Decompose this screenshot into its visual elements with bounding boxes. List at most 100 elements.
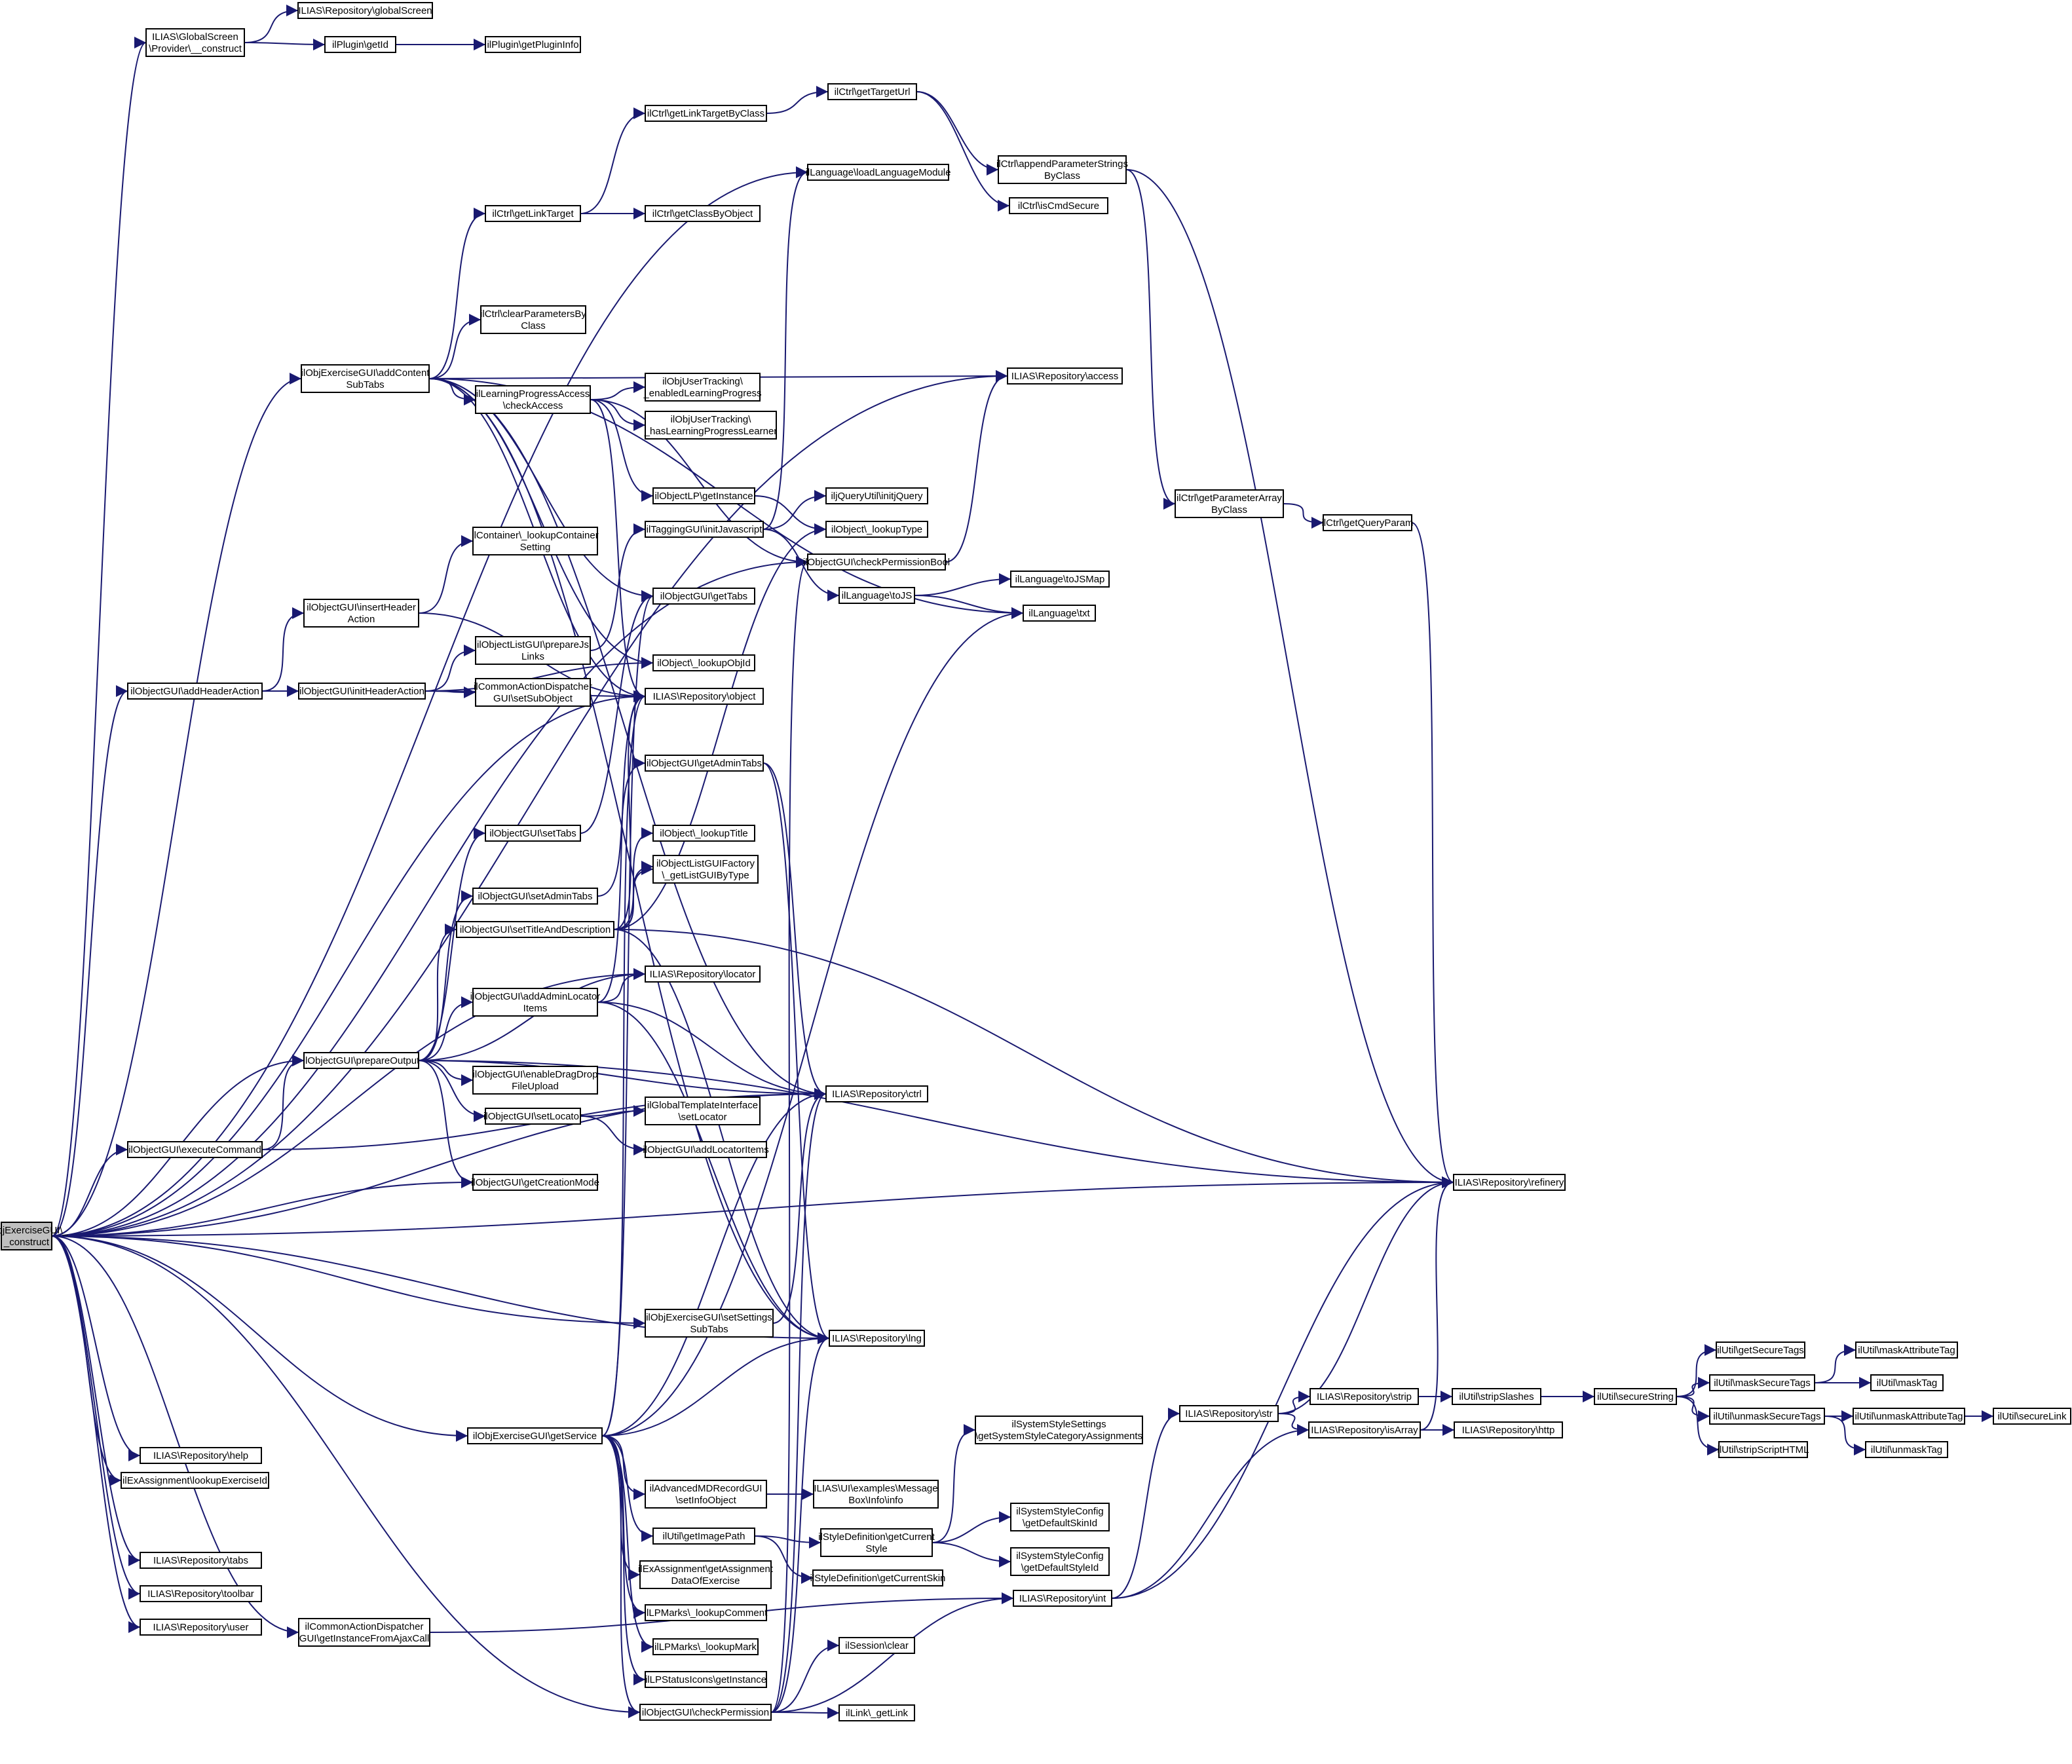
node-repo-lng[interactable]: ILIAS\Repository\lng [829,1330,925,1347]
node-get-tabs[interactable]: ilObjectGUI\getTabs [652,588,755,605]
node-unmask-secure-tags[interactable]: ilUtil\unmaskSecureTags [1709,1408,1825,1425]
node-secure-string[interactable]: ilUtil\secureString [1594,1388,1677,1405]
node-lookup-exercise-id[interactable]: ilExAssignment\lookupExerciseId [121,1472,269,1489]
node-root[interactable]: ilObjExerciseGUI\__construct [0,1222,69,1250]
node-get-image-path[interactable]: ilUtil\getImagePath [652,1528,755,1545]
node-lookup-comment[interactable]: ilLPMarks\_lookupComment [645,1604,768,1621]
node-get-class-by-object[interactable]: ilCtrl\getClassByObject [645,205,761,222]
node-execute-command[interactable]: ilObjectGUI\executeCommand [127,1141,263,1158]
edge-get-service-to-get-image-path [601,1435,654,1542]
node-lp-check-access[interactable]: ilLearningProgressAccess\checkAccess [475,385,591,414]
node-lang-txt[interactable]: ilLanguage\txt [1023,605,1096,622]
node-gti-set-locator[interactable]: ilGlobalTemplateInterface\setLocator [645,1097,761,1125]
node-repo-str[interactable]: ILIAS\Repository\str [1179,1405,1279,1422]
node-lookup-title[interactable]: ilObject\_lookupTitle [652,825,755,842]
node-repo-http[interactable]: ILIAS\Repository\http [1454,1421,1563,1438]
node-load-language-module[interactable]: ilLanguage\loadLanguageModule [806,164,951,181]
node-repo-object[interactable]: ILIAS\Repository\object [645,688,764,705]
node-repo-tabs[interactable]: ILIAS\Repository\tabs [140,1552,262,1569]
node-refinery[interactable]: ILIAS\Repository\refinery [1453,1174,1566,1191]
node-default-style-id[interactable]: ilSystemStyleConfig\getDefaultStyleId [1010,1547,1110,1576]
node-get-link[interactable]: ilLink\_getLink [838,1704,915,1721]
node-is-cmd-secure[interactable]: ilCtrl\isCmdSecure [1009,197,1108,214]
node-check-permission-bool[interactable]: ilObjectGUI\checkPermissionBool [803,554,950,571]
node-mask-secure-tags[interactable]: ilUtil\maskSecureTags [1709,1374,1815,1391]
node-lp-status-icons[interactable]: ilLPStatusIcons\getInstance [645,1671,767,1688]
node-get-current-skin[interactable]: ilStyleDefinition\getCurrentSkin [810,1569,946,1586]
node-get-secure-tags[interactable]: ilUtil\getSecureTags [1716,1342,1805,1359]
node-get-target-url[interactable]: ilCtrl\getTargetUrl [827,83,917,100]
node-init-header-action[interactable]: ilObjectGUI\initHeaderAction [298,683,426,700]
node-repo-is-array[interactable]: ILIAS\Repository\isArray [1308,1421,1421,1438]
node-lookup-type[interactable]: ilObject\_lookupType [825,521,928,538]
node-repo-strip[interactable]: ILIAS\Repository\strip [1309,1388,1419,1405]
node-repo-ctrl[interactable]: ILIAS\Repository\ctrl [825,1085,928,1102]
node-get-service[interactable]: ilObjExerciseGUI\getService [467,1427,603,1444]
node-label: \setInfoObject [675,1495,736,1506]
node-lookup-obj-id[interactable]: ilObject\_lookupObjId [652,654,755,671]
node-tagging-init-js[interactable]: ilTaggingGUI\initJavascript [645,521,764,538]
node-has-lplearner[interactable]: ilObjUserTracking\_hasLearningProgressLe… [644,411,778,440]
node-session-clear[interactable]: ilSession\clear [838,1637,915,1654]
node-list-guifactory[interactable]: ilObjectListGUIFactory\_getListGUIByType [652,855,759,884]
node-box [127,683,263,700]
node-lang-to-js[interactable]: ilLanguage\toJS [838,587,915,604]
node-initj-query[interactable]: iljQueryUtil\initjQuery [825,487,928,504]
node-lookup-mark[interactable]: ilLPMarks\_lookupMark [652,1638,759,1655]
node-get-assignment-data[interactable]: ilExAssignment\getAssignmentDataOfExerci… [638,1560,774,1589]
node-box [645,1309,774,1338]
node-get-plugin-info[interactable]: ilPlugin\getPluginInfo [485,36,581,53]
node-repo-int[interactable]: ILIAS\Repository\int [1013,1590,1112,1607]
node-unmask-tag[interactable]: ilUtil\unmaskTag [1865,1441,1948,1458]
node-strip-slashes[interactable]: ilUtil\stripSlashes [1452,1388,1541,1405]
node-repo-user[interactable]: ILIAS\Repository\user [140,1619,262,1636]
node-set-tabs[interactable]: ilObjectGUI\setTabs [485,825,581,842]
node-repo-toolbar[interactable]: ILIAS\Repository\toolbar [140,1585,262,1602]
node-cad-get-instance[interactable]: ilCommonActionDispatcherGUI\getInstanceF… [298,1618,430,1647]
node-gs-provider[interactable]: ILIAS\GlobalScreen\Provider\__construct [145,28,245,57]
node-repo-locator[interactable]: ILIAS\Repository\locator [645,966,761,983]
node-secure-link[interactable]: ilUtil\secureLink [1993,1408,2071,1425]
node-set-info-object[interactable]: ilAdvancedMDRecordGUI\setInfoObject [645,1480,767,1509]
node-set-admin-tabs[interactable]: ilObjectGUI\setAdminTabs [472,888,598,905]
node-get-admin-tabs[interactable]: ilObjectGUI\getAdminTabs [645,755,764,772]
node-mask-attribute-tag[interactable]: ilUtil\maskAttributeTag [1855,1342,1958,1359]
node-strip-script-html[interactable]: ilUtil\stripScriptHTML [1717,1441,1809,1458]
node-get-creation-mode[interactable]: ilObjectGUI\getCreationMode [471,1174,599,1191]
node-get-query-param[interactable]: ilCtrl\getQueryParam [1321,514,1414,531]
node-add-header-action[interactable]: ilObjectGUI\addHeaderAction [127,683,263,700]
node-add-locator-items[interactable]: ilObjectGUI\addLocatorItems [643,1141,769,1158]
node-plugin-get-id[interactable]: ilPlugin\getId [324,36,396,53]
node-access[interactable]: ILIAS\Repository\access [1007,367,1123,385]
node-get-link-target-by-class[interactable]: ilCtrl\getLinkTargetByClass [645,105,767,122]
node-default-skin-id[interactable]: ilSystemStyleConfig\getDefaultSkinId [1010,1503,1110,1531]
node-global-screen[interactable]: ILIAS\Repository\globalScreen [297,2,433,19]
node-unmask-attribute-tag[interactable]: ilUtil\unmaskAttributeTag [1853,1408,1965,1425]
node-get-link-target[interactable]: ilCtrl\getLinkTarget [485,205,581,222]
node-enabled-lp[interactable]: ilObjUserTracking\_enabledLearningProgre… [643,373,762,402]
node-style-settings[interactable]: ilSystemStyleSettings\getSystemStyleCate… [975,1416,1143,1444]
node-check-permission[interactable]: ilObjectGUI\checkPermission [639,1704,772,1721]
node-set-title-and-description[interactable]: ilObjectGUI\setTitleAndDescription [456,921,614,938]
node-to-jsmap[interactable]: ilLanguage\toJSMap [1010,571,1110,588]
node-box [485,205,581,222]
node-set-locator[interactable]: ilObjectGUI\setLocator [483,1108,582,1125]
node-mask-tag[interactable]: ilUtil\maskTag [1870,1374,1944,1391]
node-prepare-output[interactable]: ilObjectGUI\prepareOutput [303,1052,420,1069]
node-label: \checkAccess [503,400,563,411]
node-lp-get-instance[interactable]: ilObjectLP\getInstance [652,487,755,504]
node-repo-help[interactable]: ILIAS\Repository\help [140,1447,262,1464]
